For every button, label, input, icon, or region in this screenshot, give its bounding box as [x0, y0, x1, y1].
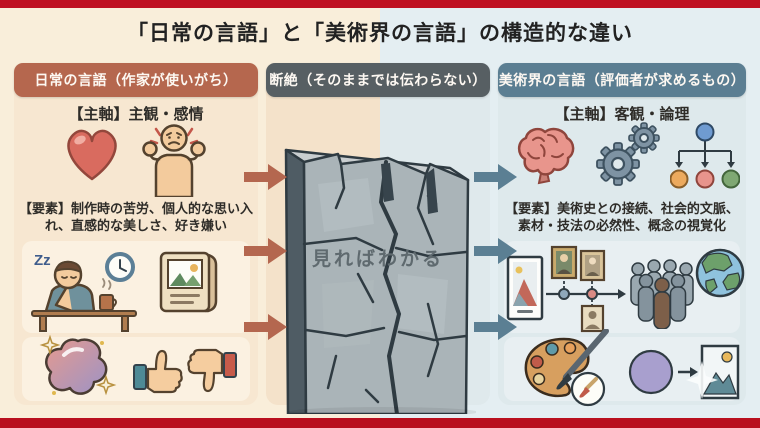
globe-icon [695, 248, 745, 298]
thumbs-up-down-icon [133, 348, 237, 394]
artworld-language-panel: 美術界の言語（評価者が求めるもの） 【主軸】客観・論理 [498, 63, 746, 407]
bottom-red-bar [0, 418, 760, 428]
top-red-bar [0, 0, 760, 8]
heart-icon [67, 129, 117, 181]
hierarchy-icon [670, 122, 740, 189]
concept-to-image-icon [628, 344, 740, 400]
everyday-language-panel: 日常の言語（作家が使いがち） 【主軸】主観・感情 【要素】制作時の苦労、 [14, 63, 258, 405]
flow-arrow-left-3 [244, 314, 287, 340]
thumbs-up-icon [133, 349, 183, 394]
flow-arrow-right-3 [474, 314, 517, 340]
cracked-stone-wall-icon [278, 104, 478, 417]
everyday-elements-label: 【要素】制作時の苦労、個人的な思い入れ、直感的な美しさ、好き嫌い [18, 201, 253, 233]
artworld-panel-header: 美術界の言語（評価者が求めるもの） [498, 63, 746, 97]
everyday-panel-header: 日常の言語（作家が使いがち） [14, 63, 258, 97]
flow-arrow-left-2 [244, 238, 287, 264]
gears-icon [596, 122, 660, 186]
wall-label: 見ればわかる [311, 249, 444, 270]
brain-icon [517, 127, 575, 185]
art-history-timeline-icon [506, 245, 626, 333]
clock-icon [105, 252, 135, 282]
flow-arrow-right-2 [474, 238, 517, 264]
sparkle-icon [686, 361, 718, 399]
tired-artist-icon: Zz [31, 252, 137, 332]
palette-brush-icon [524, 329, 609, 407]
photo-album-icon [159, 251, 218, 313]
flow-arrow-left-1 [244, 164, 287, 190]
artworld-elements-label: 【要素】美術史との接続、社会的文脈、素材・技法の必然性、概念の視覚化 [505, 201, 739, 233]
frustrated-person-icon [142, 124, 206, 197]
sleep-marks-text: Zz [34, 252, 51, 269]
artworld-axis-label: 【主軸】客観・論理 [554, 106, 690, 123]
people-group-icon [630, 259, 694, 329]
sparkly-blob-icon [39, 334, 117, 396]
flow-arrow-right-1 [474, 164, 517, 190]
thumbs-down-icon [187, 348, 237, 393]
page-title: 「日常の言語」と「美術界の言語」の構造的な違い [127, 22, 633, 45]
gap-panel-header: 断絶（そのままでは伝わらない） [266, 63, 490, 97]
everyday-axis-label: 【主軸】主観・感情 [68, 106, 204, 123]
